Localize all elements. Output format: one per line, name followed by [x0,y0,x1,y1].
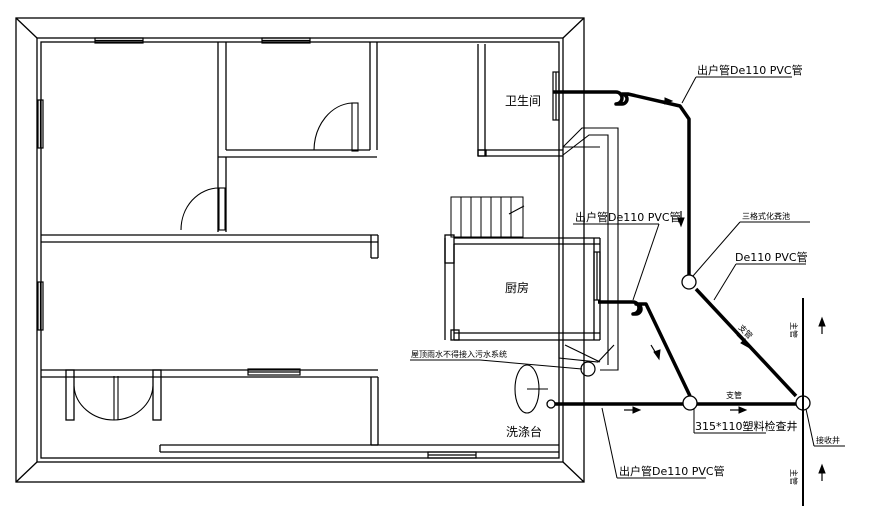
septic-tank-label: 三格式化粪池 [742,211,790,221]
branch-pipe-label-a: 支管 [726,390,742,400]
main-label-top: 主管 [789,322,799,338]
receiving-well-label: 接收井 [816,435,840,445]
septic-tank-well [681,274,697,290]
roof-drain-icon [580,361,596,377]
wash-basin-label: 洗涤台 [506,424,542,439]
leader-lines [410,76,845,479]
main-label-bottom: 主管 [789,469,799,485]
drain-pipes [548,90,798,406]
building-outline [15,17,585,483]
drain-shafts [558,127,619,371]
wash-basin [514,364,548,414]
bathroom-label: 卫生间 [505,94,541,108]
staircase [450,196,525,238]
kitchen-label: 厨房 [505,280,529,295]
flow-arrows [624,97,749,414]
mid-outlet-pipe-label: 出户管De110 PVC管 [575,210,681,224]
municipal-main [802,298,826,506]
windows [37,37,601,459]
bottom-outlet-pipe-label: 出户管De110 PVC管 [619,464,725,478]
inspection-well-label: 315*110塑料检查井 [695,419,798,433]
top-outlet-pipe-label: 出户管De110 PVC管 [697,63,803,77]
main-pipe-label: De110 PVC管 [735,250,808,264]
roof-rainwater-note: 屋顶雨水不得接入污水系统 [411,349,507,359]
wells [546,274,811,411]
inspection-well [682,395,698,411]
doors [73,102,359,421]
